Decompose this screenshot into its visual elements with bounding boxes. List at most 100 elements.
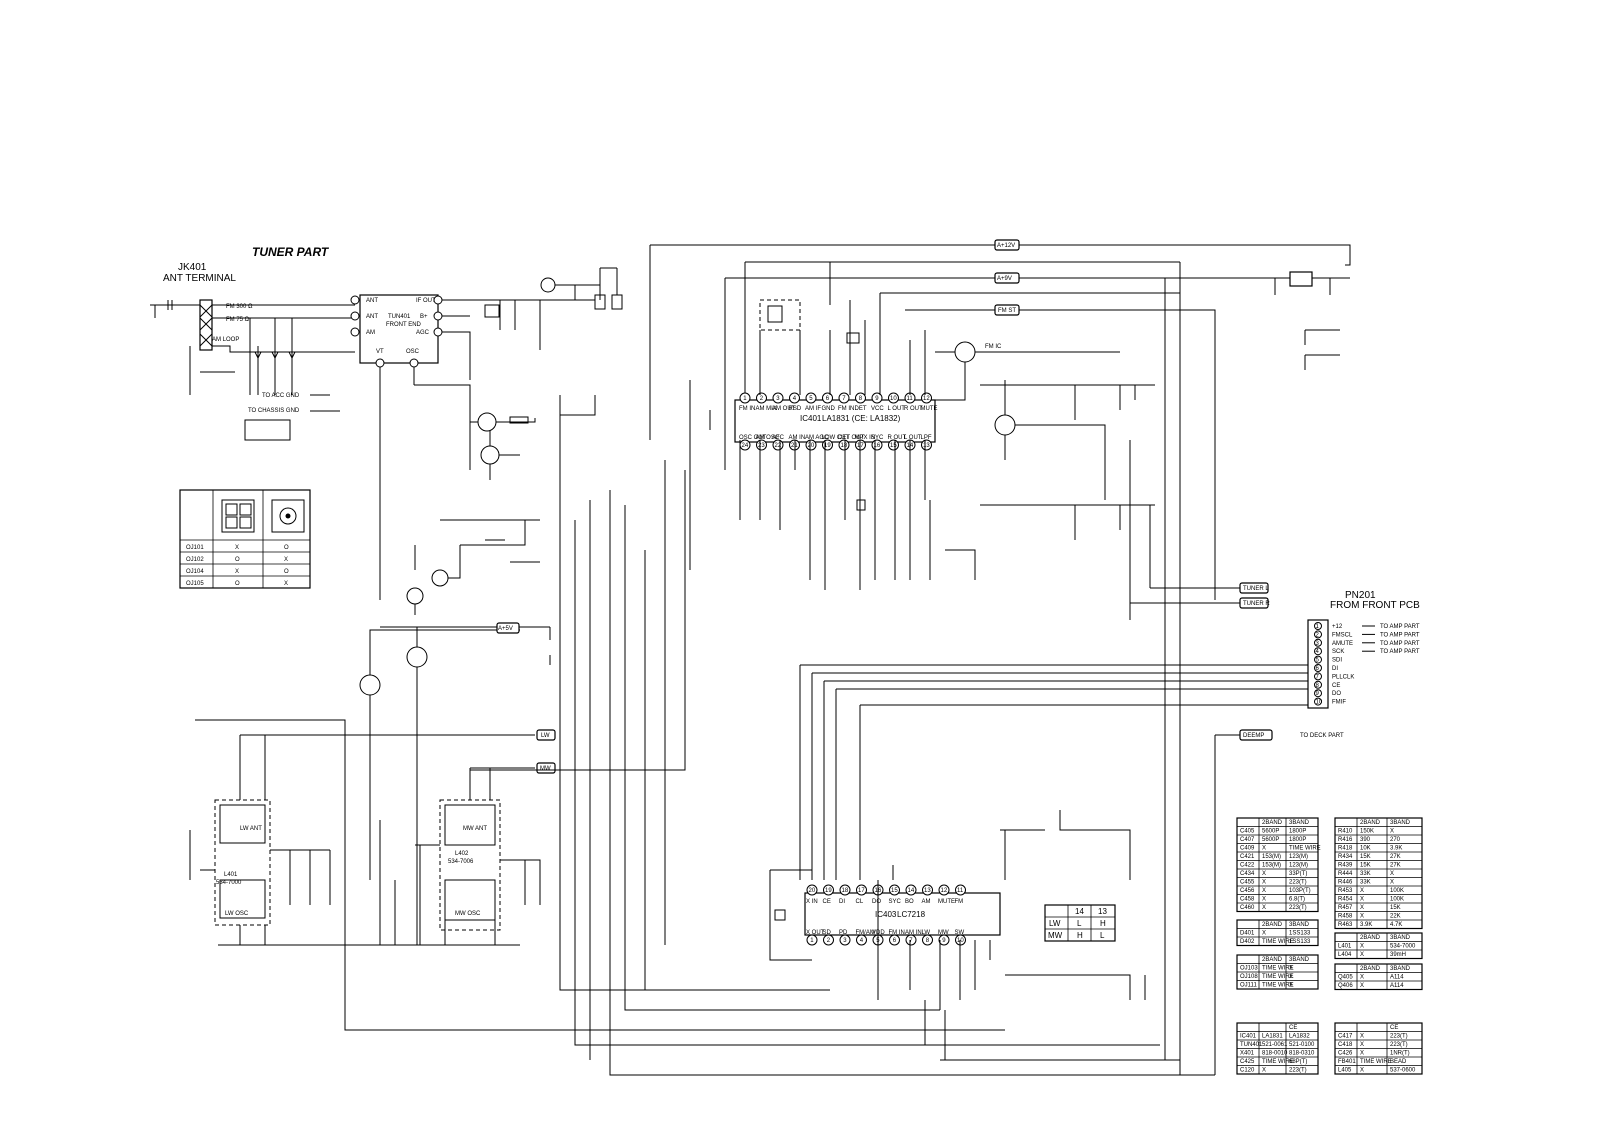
oj102-a: O xyxy=(235,557,240,563)
antenna-terminal: JK401 ANT TERMINAL FM 300 Ω FM 75 Ω AM L… xyxy=(163,262,253,351)
tbl-q-cell: A114 xyxy=(1390,983,1404,989)
tbl-c-cell: 5600P xyxy=(1262,829,1279,835)
tbl-ce1-cell: IC401 xyxy=(1240,1034,1257,1040)
ic403-top-pin-num-15: 15 xyxy=(891,888,898,894)
l401-ref: L401 xyxy=(224,872,238,878)
ic401-top-pin-num-8: 8 xyxy=(859,396,863,402)
tbl-c-cell: 1800P xyxy=(1289,829,1306,835)
ic403-top-pin-num-18: 18 xyxy=(842,888,849,894)
pn201-pin-num-4: 4 xyxy=(1316,649,1320,655)
band-lw-13: H xyxy=(1100,919,1106,928)
tbl-oj-cell: TIME WIRE xyxy=(1262,983,1294,989)
ic401-top-pin-num-3: 3 xyxy=(776,396,780,402)
ic401-bottom-pin-20 xyxy=(805,439,817,451)
tbl-ce2-cell: C417 xyxy=(1338,1034,1353,1040)
ic401-top-pin-4 xyxy=(789,392,800,404)
l402-tag2: MW OSC xyxy=(455,911,481,917)
tun-pin-vt: VT xyxy=(376,349,384,355)
tun-pin-agc: AGC xyxy=(416,330,430,336)
tbl-ce2-cell: 1NR(T) xyxy=(1390,1051,1410,1057)
tbl-oj-cell: OJ111 xyxy=(1240,983,1257,989)
tbl-ce1-cell: C425 xyxy=(1240,1059,1255,1065)
oj105-a: O xyxy=(235,581,240,587)
tbl-c-cell: X xyxy=(1262,846,1266,852)
tbl-r-cell: R439 xyxy=(1338,863,1353,869)
tbl-ce2-cell: 223(T) xyxy=(1390,1042,1408,1048)
tun-pin-osc: OSC xyxy=(406,349,420,355)
pn201-pin-7 xyxy=(1314,672,1322,681)
ic403-top-pin-label-15: SYC xyxy=(889,899,902,905)
a5v-net: A+5V xyxy=(498,626,513,632)
tbl-ce1-cell: 818-0010 xyxy=(1262,1051,1288,1057)
band-lw-14: L xyxy=(1077,919,1082,928)
pn201-pin-4 xyxy=(1314,647,1322,656)
ic401-top-pin-6 xyxy=(822,392,833,404)
tbl-q-cell: Q405 xyxy=(1338,975,1353,981)
tbl-l-cell: X xyxy=(1360,952,1364,958)
ic403-bottom-pin-num-1: 1 xyxy=(810,938,814,944)
tbl-ce1-cell: TIME WIRE xyxy=(1262,1059,1294,1065)
tbl-r-cell: 3.9K xyxy=(1360,922,1372,928)
tbl-c-cell: 103P(T) xyxy=(1289,888,1311,894)
ic403-top-pin-num-17: 17 xyxy=(858,888,865,894)
ic403-bottom-pin-label-6: FM IN xyxy=(889,930,905,936)
l401-part: 534-7000 xyxy=(216,880,242,886)
ic401-top-pin-5 xyxy=(805,392,817,404)
ic403-top-pin-17 xyxy=(856,884,867,896)
tbl-r-cell: 270 xyxy=(1390,837,1401,843)
tbl-r-cell: R454 xyxy=(1338,897,1353,903)
ic401-bottom-pin-num-16: 16 xyxy=(874,443,881,449)
oj104-a: X xyxy=(235,569,239,575)
ic401-bottom-pin-label-17: MPX IN xyxy=(855,435,876,441)
pn201-pin-num-7: 7 xyxy=(1316,674,1320,680)
oj101-ref: OJ101 xyxy=(186,545,204,551)
tbl-c-cell: 33P(T) xyxy=(1289,871,1307,877)
coil-l402: L402 534-7006 MW ANT MW OSC xyxy=(439,799,501,931)
ic403-top-pin-label-13: AM xyxy=(922,899,931,905)
band-lw: LW xyxy=(1049,919,1061,928)
tbl-ce2-cell: L405 xyxy=(1338,1068,1352,1074)
ic403-top-pin-label-19: CE xyxy=(823,899,831,905)
ic401-bottom-pin-num-18: 18 xyxy=(841,443,848,449)
pn201-sig-9: DO xyxy=(1332,691,1341,697)
fm75-label: FM 75 Ω xyxy=(226,317,250,323)
oj105-ref: OJ105 xyxy=(186,581,204,587)
ic401-top-pin-7 xyxy=(838,392,850,404)
tbl-c-cell: C407 xyxy=(1240,837,1255,843)
tbl-r-cell: 15K xyxy=(1390,905,1401,911)
ic401-top-pin-8 xyxy=(855,392,866,404)
tbl-ce2-cell: X xyxy=(1360,1034,1364,1040)
ic403-top-pin-num-20: 20 xyxy=(809,888,816,894)
ic403-top-pin-num-12: 12 xyxy=(941,888,948,894)
tbl-ce1-cell: CE xyxy=(1289,1025,1297,1031)
pn201-sig-8: CE xyxy=(1332,683,1340,689)
pn201-pin-9 xyxy=(1314,689,1322,698)
ic403-top-pin-label-20: X IN xyxy=(806,899,818,905)
ic403-bottom-pin-label-4: FM/AM xyxy=(856,930,875,936)
section-title: TUNER PART xyxy=(252,245,330,259)
tbl-c-cell: 223(T) xyxy=(1289,880,1307,886)
tbl-c-cell: 5600P xyxy=(1262,837,1279,843)
to-deck-label: TO DECK PART xyxy=(1300,733,1344,739)
pn201-dest-2: TO AMP PART xyxy=(1380,632,1420,638)
ic403-bottom-pin-label-9: MW xyxy=(938,930,949,936)
tun-pin-am: AM xyxy=(366,330,375,336)
tbl-l-cell: 2BAND xyxy=(1360,935,1381,941)
ic401-bottom-pin-18 xyxy=(838,439,850,451)
tbl-c-cell: C458 xyxy=(1240,897,1255,903)
tbl-ce1-cell: 521-0100 xyxy=(1289,1042,1315,1048)
ic401-bottom-pin-num-19: 19 xyxy=(824,443,831,449)
ic401-top-pin-num-7: 7 xyxy=(842,396,846,402)
ic401-bottom-pin-13 xyxy=(921,439,932,451)
ic403-top-pin-num-11: 11 xyxy=(957,888,964,894)
tbl-r-cell: 10K xyxy=(1360,846,1371,852)
ic401-bottom-pin-label-23: AM OSC xyxy=(756,435,780,441)
tbl-ce1-cell: C120 xyxy=(1240,1068,1255,1074)
ic401-top-pin-num-6: 6 xyxy=(826,396,830,402)
ic401-top-pin-label-7: FM IN xyxy=(838,406,854,412)
